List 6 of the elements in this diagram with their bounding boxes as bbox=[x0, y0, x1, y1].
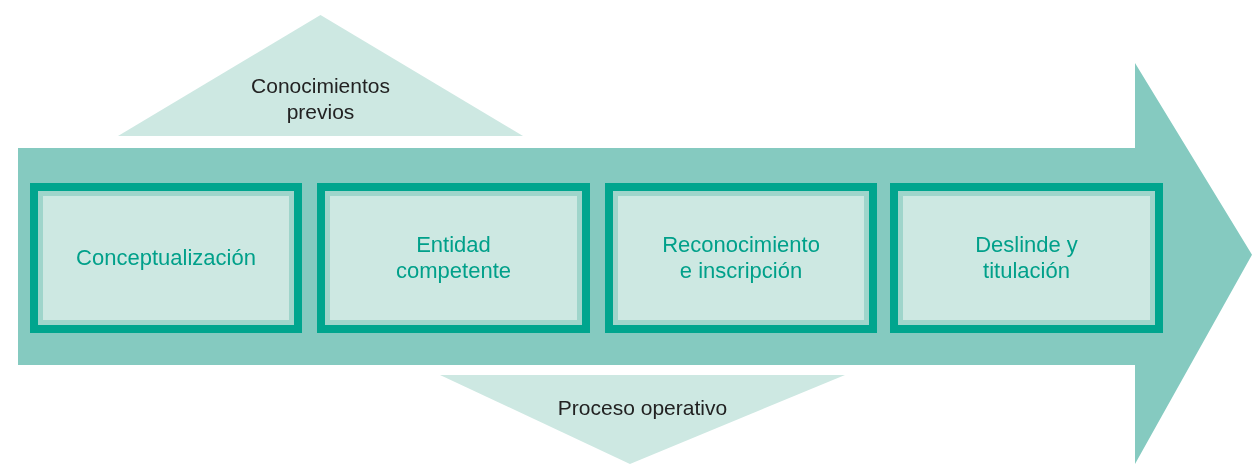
step-label: Conceptualización bbox=[75, 245, 257, 271]
banner-label: Proceso operativo bbox=[557, 395, 728, 421]
step-label: Reconocimiento e inscripción bbox=[661, 232, 821, 284]
banner-label: Conocimientos previos bbox=[250, 73, 391, 125]
step-label: Entidad competente bbox=[395, 232, 512, 284]
step-label: Deslinde y titulación bbox=[974, 232, 1079, 284]
